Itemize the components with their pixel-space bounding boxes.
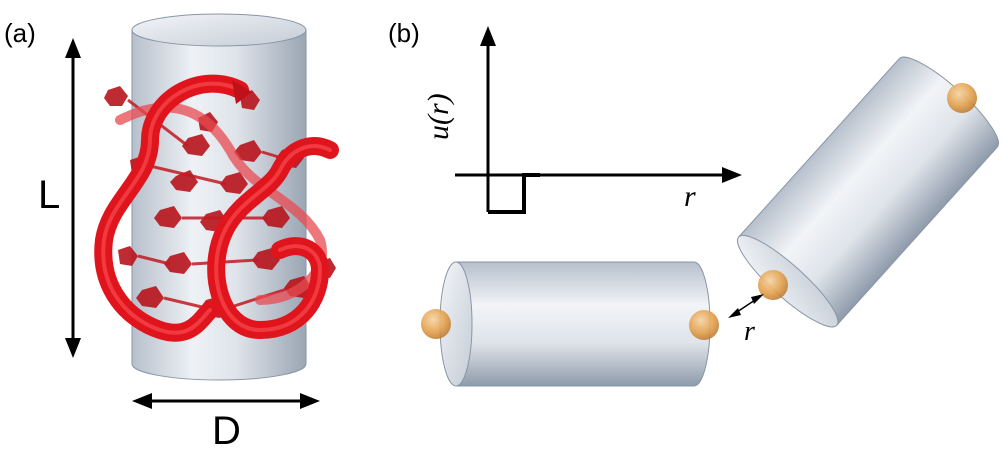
length-dimension-arrow xyxy=(65,38,81,358)
r-axis-label: r xyxy=(684,180,696,213)
length-label: L xyxy=(38,173,60,217)
diameter-label: D xyxy=(212,409,241,450)
patch-tilted-upper xyxy=(947,83,977,113)
distance-label: r xyxy=(744,316,755,347)
panel-b-label: (b) xyxy=(388,18,420,48)
diameter-dimension-arrow xyxy=(132,393,320,409)
panel-a-label: (a) xyxy=(4,18,36,48)
rod-cylinder-horizontal xyxy=(439,261,711,387)
potential-axis-label: u(r) xyxy=(422,93,455,140)
square-well-curve xyxy=(488,173,540,214)
patch-distance-arrow xyxy=(728,294,764,318)
rod-cylinder-vertical xyxy=(131,13,307,381)
nucleic-acid-ribbon xyxy=(94,74,339,342)
patch-left-end xyxy=(421,309,451,339)
patch-tilted-lower xyxy=(758,270,788,300)
patch-right-end xyxy=(689,310,719,340)
potential-plot xyxy=(455,26,742,214)
